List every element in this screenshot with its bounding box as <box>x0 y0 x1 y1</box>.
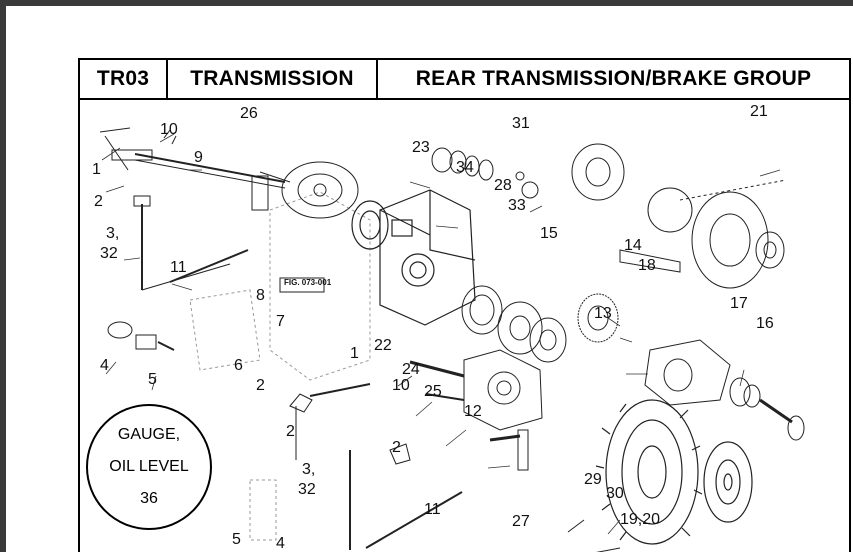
callout-10: 10 <box>160 121 178 138</box>
callout-6: 6 <box>234 357 243 374</box>
callout-4b: 4 <box>276 535 285 552</box>
seal-group-23 <box>431 147 539 199</box>
callout-8: 8 <box>256 287 265 304</box>
callout-4: 4 <box>100 357 109 374</box>
brake-group-21 <box>571 143 787 289</box>
oil-level-gauge-callout: GAUGE, OIL LEVEL 36 <box>86 404 212 530</box>
callout-11b: 11 <box>424 501 441 518</box>
callout-30: 30 <box>606 485 624 502</box>
callout-7: 7 <box>276 313 285 330</box>
callout-15: 15 <box>540 225 558 242</box>
callout-18: 18 <box>638 257 656 274</box>
callout-2d: 2 <box>392 439 401 456</box>
page-header: TR03 TRANSMISSION REAR TRANSMISSION/BRAK… <box>80 60 849 100</box>
callout-16: 16 <box>756 315 774 332</box>
callout-5: 5 <box>148 371 157 388</box>
callout-34: 34 <box>456 159 474 176</box>
callout-21: 21 <box>750 103 768 120</box>
callout-32: 32 <box>100 245 118 262</box>
callout-28: 28 <box>494 177 512 194</box>
exploded-parts-drawing <box>99 127 805 552</box>
brake-pedal-linkage <box>249 383 621 552</box>
callout-24: 24 <box>402 361 420 378</box>
gear-housing-26 <box>251 161 359 219</box>
gauge-line-2: OIL LEVEL <box>109 458 189 475</box>
callout-2: 2 <box>94 193 103 210</box>
transmission-case-34 <box>351 189 476 326</box>
callout-29: 29 <box>584 471 602 488</box>
callout-2c: 2 <box>286 423 295 440</box>
callout-5b: 5 <box>232 531 241 548</box>
callout-26: 26 <box>240 105 258 122</box>
callout-12: 12 <box>464 403 482 420</box>
callout-14: 14 <box>624 237 642 254</box>
callout-32b: 32 <box>298 481 316 498</box>
page-title: REAR TRANSMISSION/BRAKE GROUP <box>415 67 812 90</box>
section-code: TR03 <box>80 60 168 98</box>
callout-25: 25 <box>424 383 442 400</box>
fig-label: FIG. 073-001 <box>284 278 332 287</box>
callout-17: 17 <box>730 295 748 312</box>
callout-3: 3, <box>106 225 120 242</box>
gauge-line-3: 36 <box>140 490 158 507</box>
callout-1: 1 <box>92 161 101 178</box>
callout-33: 33 <box>508 197 526 214</box>
final-drive-13 <box>644 339 805 441</box>
callout-leader-lines <box>101 133 781 535</box>
callout-1b: 1 <box>350 345 359 362</box>
shift-linkage-upper <box>99 127 286 351</box>
callout-2b: 2 <box>256 377 265 394</box>
callout-27: 27 <box>512 513 530 530</box>
callout-3b: 3, <box>302 461 316 478</box>
rear-wheel-19-20 <box>595 399 753 545</box>
gauge-line-1: GAUGE, <box>117 426 181 443</box>
section-name: TRANSMISSION <box>168 60 378 98</box>
callout-10b: 10 <box>392 377 410 394</box>
window-top-border <box>0 0 853 6</box>
callout-19-20: 19,20 <box>620 511 661 528</box>
brake-discs-15 <box>461 285 567 363</box>
callout-31: 31 <box>512 115 530 132</box>
callout-13: 13 <box>594 305 612 322</box>
callout-11: 11 <box>170 259 187 276</box>
window-left-border <box>0 0 6 552</box>
callout-9: 9 <box>194 149 203 166</box>
callout-22: 22 <box>374 337 392 354</box>
callout-23: 23 <box>412 139 430 156</box>
differential-housing-25 <box>409 349 543 471</box>
frame-sketch <box>189 191 371 381</box>
diagram-page: TR03 TRANSMISSION REAR TRANSMISSION/BRAK… <box>78 58 851 552</box>
